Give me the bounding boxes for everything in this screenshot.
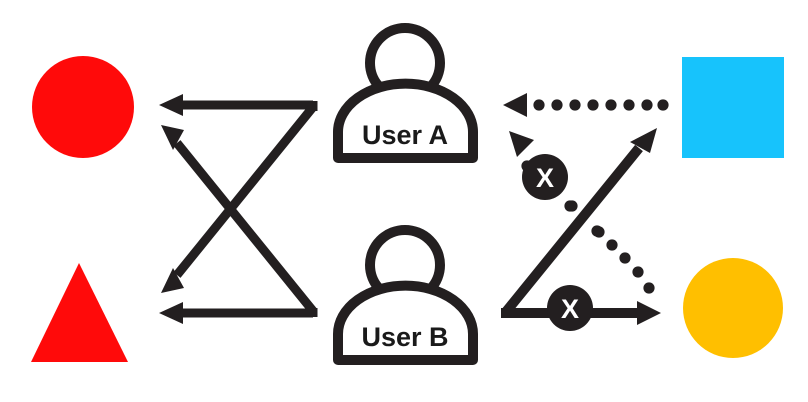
blocker-lower-label: X: [561, 294, 579, 324]
left-shapes-group: [31, 56, 134, 362]
user-b-label: User B: [361, 322, 448, 352]
arrow-diagonal-up-left[interactable]: [161, 125, 317, 314]
arrow-solid-diagonal-up-right[interactable]: [501, 128, 657, 317]
left-arrow-group: [159, 94, 318, 324]
arrow-top-dotted-left[interactable]: [503, 93, 669, 117]
user-b-body-icon: [333, 280, 478, 365]
user-b-icon[interactable]: User B: [333, 225, 478, 365]
user-a-body-icon: [333, 78, 478, 163]
right-shapes-group: [682, 57, 784, 358]
amber-circle-shape[interactable]: [683, 258, 783, 358]
cyan-square-shape[interactable]: [682, 57, 784, 158]
user-a-icon[interactable]: User A: [333, 23, 478, 163]
right-arrow-group: X X: [501, 93, 669, 331]
blocker-lower-circle: [547, 285, 593, 331]
blocker-lower-badge[interactable]: X: [547, 285, 593, 331]
blocker-upper-label: X: [536, 163, 554, 193]
arrow-diagonal-down-left[interactable]: [161, 104, 317, 293]
blocker-upper-circle: [522, 154, 568, 200]
blocker-upper-badge[interactable]: X: [522, 154, 568, 200]
red-circle-shape[interactable]: [32, 56, 134, 158]
arrow-top-horizontal-left[interactable]: [159, 94, 313, 116]
arrow-bottom-horizontal-left[interactable]: [159, 302, 313, 324]
user-a-label: User A: [362, 120, 448, 150]
red-triangle-shape[interactable]: [31, 263, 128, 362]
